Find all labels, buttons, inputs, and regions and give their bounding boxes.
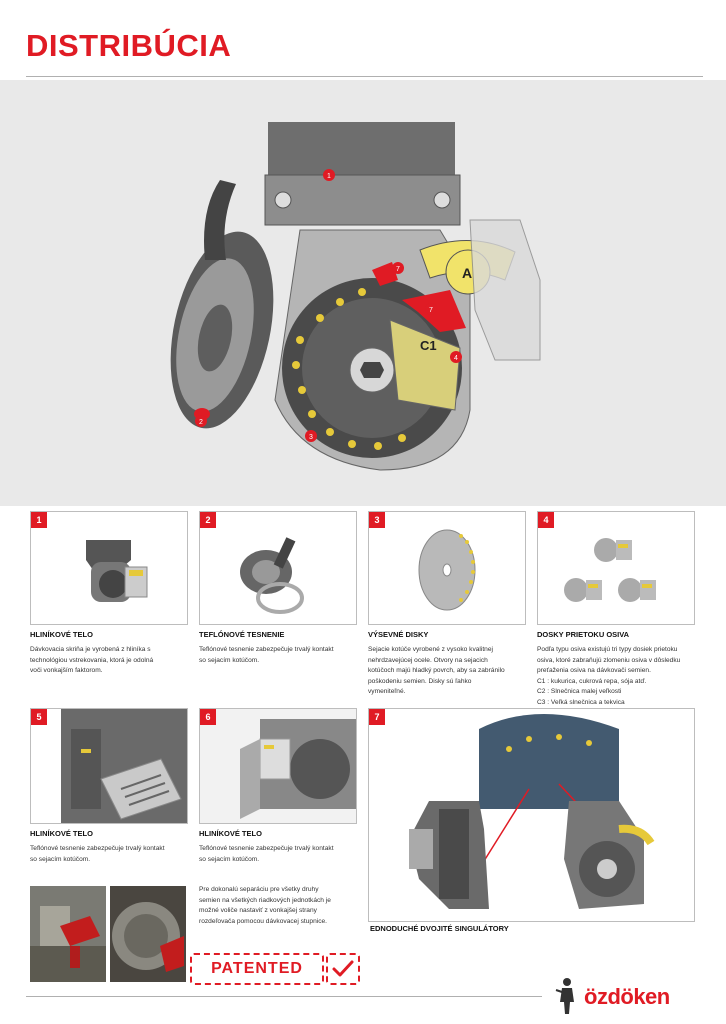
footer-divider xyxy=(26,996,542,997)
panel-2-caption: TEFLÓNOVÉ TESNENIE xyxy=(199,630,285,639)
panel-7: 7 xyxy=(368,708,695,922)
panel-6-caption: HLINÍKOVÉ TELO xyxy=(199,829,262,838)
scale-label: A xyxy=(462,265,472,281)
flow-plate-c1 xyxy=(389,319,461,411)
housing-closeup-6-image xyxy=(200,709,356,823)
svg-text:2: 2 xyxy=(199,419,203,426)
seed-disc-image xyxy=(418,529,476,611)
panel-4-caption: DOSKY PRIETOKU OSIVA xyxy=(537,630,630,639)
panel-3-text: Sejacie kotúče vyrobené z vysoko kvalitn… xyxy=(368,646,505,695)
panel-4-text: Podľa typu osiva existujú tri typy dosie… xyxy=(537,646,681,706)
panel-number: 2 xyxy=(200,512,216,528)
svg-text:7: 7 xyxy=(429,307,433,314)
title-divider xyxy=(26,76,703,77)
panel-1: 1 xyxy=(30,511,188,625)
singulator-image xyxy=(369,709,694,921)
panel-6-text: Teflónové tesnenie zabezpečuje trvalý ko… xyxy=(199,845,334,863)
flow-plates-image xyxy=(564,538,656,602)
housing-closeup-5-image xyxy=(61,709,187,823)
panel-6: 6 xyxy=(199,708,357,824)
svg-text:7: 7 xyxy=(396,266,400,273)
panel-number: 5 xyxy=(31,709,47,725)
panel-number: 1 xyxy=(31,512,47,528)
brand-logo: özdöken xyxy=(584,984,670,1009)
panel-4: 4 xyxy=(537,511,695,625)
panel-number: 7 xyxy=(369,709,385,725)
svg-text:3: 3 xyxy=(309,434,313,441)
selector-red-1 xyxy=(372,262,398,286)
seed-holes xyxy=(292,288,406,450)
selector-photo-2 xyxy=(110,886,186,982)
panel-3: 3 xyxy=(368,511,526,625)
seed-meter-exploded-view: C1 A 1 2 3 4 7 7 xyxy=(170,122,541,471)
panel-number: 6 xyxy=(200,709,216,725)
side-bracket xyxy=(469,219,541,361)
brand-figure-icon xyxy=(555,978,574,1014)
panel-number: 4 xyxy=(538,512,554,528)
page-title: DISTRIBÚCIA xyxy=(26,28,232,63)
selector-photo-1 xyxy=(30,886,106,982)
hero-illustration: C1 A 1 2 3 4 7 7 xyxy=(0,80,726,506)
air-hose xyxy=(204,180,236,260)
svg-text:4: 4 xyxy=(454,355,458,362)
panel-1-caption: HLINÍKOVÉ TELO xyxy=(30,630,93,639)
panel-1-text: Dávkovacia skriňa je vyrobená z hliníka … xyxy=(30,646,154,674)
panel-3-caption: VÝSEVNÉ DISKY xyxy=(368,630,429,639)
teflon-seal-image xyxy=(240,537,304,614)
hopper-mount xyxy=(264,174,461,226)
aluminium-body-image xyxy=(86,540,148,602)
check-icon xyxy=(326,953,360,985)
panel-2: 2 xyxy=(199,511,357,625)
patented-badge: PATENTED xyxy=(190,953,324,985)
flow-plate-label: C1 xyxy=(420,338,437,353)
panel-7-caption: EDNODUCHÉ DVOJITÉ SINGULÁTORY xyxy=(370,924,509,933)
svg-text:1: 1 xyxy=(327,173,331,180)
hero-callouts: 1 2 3 4 7 7 xyxy=(195,169,462,442)
panel-5-text: Teflónové tesnenie zabezpečuje trvalý ko… xyxy=(30,845,165,863)
panel-2-text: Teflónové tesnenie zabezpečuje trvalý ko… xyxy=(199,646,334,664)
panel-number: 3 xyxy=(369,512,385,528)
panel-5-caption: HLINÍKOVÉ TELO xyxy=(30,829,93,838)
panel-5: 5 xyxy=(30,708,188,824)
